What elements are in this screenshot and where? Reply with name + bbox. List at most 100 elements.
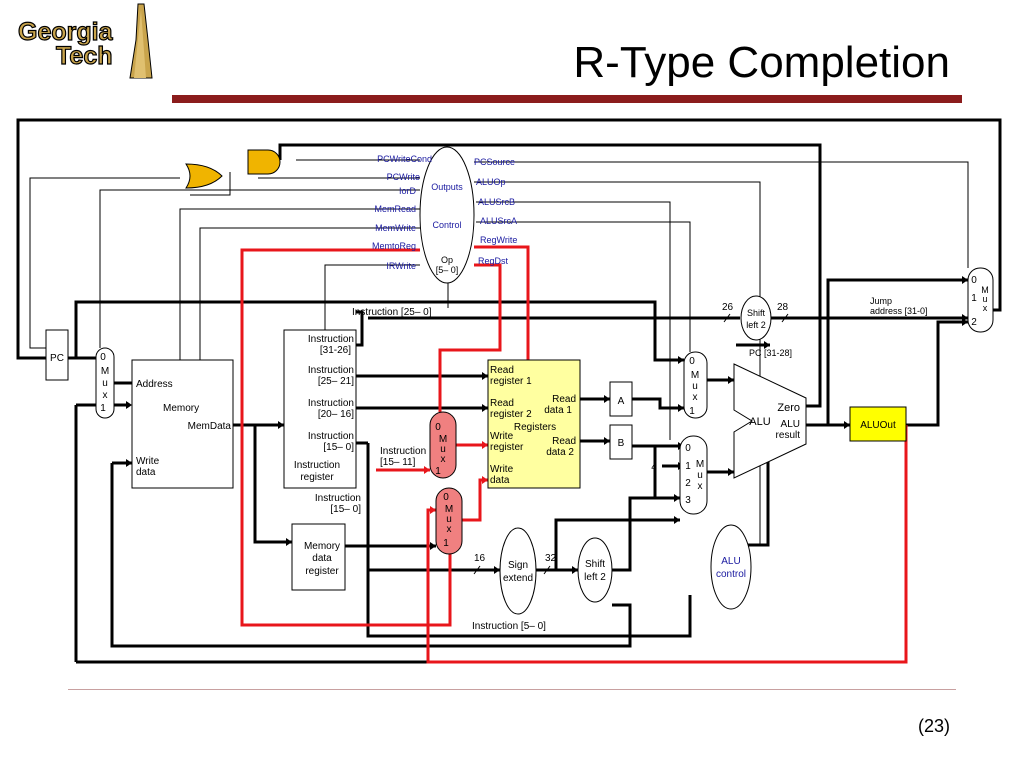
alusrcb-mux-u: u	[697, 470, 703, 481]
datapath-wires	[16, 118, 1002, 664]
instr-15-11-line1: Instruction	[380, 446, 426, 457]
sign-extend-line2: extend	[503, 573, 533, 584]
iord-mux-u: u	[102, 378, 108, 389]
signal-aluop: ALUOp	[476, 177, 506, 187]
shift-left-2-upper	[740, 295, 772, 341]
slide-title: R-Type Completion	[573, 38, 950, 87]
alu-label: ALU	[749, 416, 770, 428]
alu-unit	[733, 363, 807, 479]
rf-name: Registers	[514, 422, 556, 433]
regdst-mux-in1: 1	[435, 466, 441, 477]
mdr-line1: Memory	[304, 541, 340, 552]
alusrca-mux	[683, 351, 708, 419]
ir-name-line1: Instruction	[294, 460, 340, 471]
rf-wr-line2: register	[490, 442, 524, 453]
alusrca-mux-x: x	[693, 392, 698, 403]
rf-wd-line1: Write	[490, 464, 514, 475]
memtoreg-mux-m: M	[445, 504, 453, 515]
iord-mux-in1: 1	[100, 403, 106, 414]
svg-text:Georgia: Georgia	[18, 18, 114, 46]
or-gate-icon	[185, 163, 223, 189]
rf-rd1-line2: data 1	[544, 405, 572, 416]
sign-extend-unit	[499, 527, 537, 615]
signal-pcwrite: PCWrite	[387, 172, 420, 182]
rf-wr-line1: Write	[490, 431, 514, 442]
rf-rr1-line1: Read	[490, 365, 514, 376]
memtoreg-mux-in1: 1	[443, 538, 449, 549]
rf-wd-line2: data	[490, 475, 510, 486]
alu-result-line2: result	[776, 430, 801, 441]
memory-write-label: Write	[136, 456, 160, 467]
alusrca-mux-u: u	[692, 381, 698, 392]
register-file	[487, 359, 581, 489]
ir-field1-line2: [31-26]	[320, 345, 351, 356]
and-gate-icon	[247, 149, 281, 175]
shift-upper-line1: Shift	[747, 308, 766, 318]
ir-field4-line1: Instruction	[308, 431, 354, 442]
signal-memwrite: MemWrite	[375, 223, 416, 233]
control-label: Control	[432, 220, 461, 230]
georgia-tech-logo: Georgia Tech	[17, 3, 153, 79]
iord-mux-x: x	[103, 390, 108, 401]
aluout-label: ALUOut	[860, 420, 896, 431]
regdst-mux-x: x	[441, 454, 446, 465]
control-outputs-label: Outputs	[431, 182, 463, 192]
shift-upper-line2: left 2	[746, 320, 766, 330]
regdst-mux-u: u	[440, 444, 446, 455]
alusrcb-mux-in3: 3	[685, 495, 691, 506]
register-a	[609, 381, 633, 417]
alusrca-mux-in0: 0	[689, 356, 695, 367]
instr-15-0-line1: Instruction	[315, 493, 361, 504]
mdr-line2: data	[312, 553, 332, 564]
sign-extend-line1: Sign	[508, 560, 528, 571]
signal-regwrite: RegWrite	[480, 235, 517, 245]
control-op-label: Op	[441, 255, 453, 265]
memory-writedata-label: data	[136, 467, 156, 478]
const-4-label: 4	[651, 462, 657, 473]
rf-rr1-line2: register 1	[490, 376, 532, 387]
pcsource-mux-m: M	[981, 285, 989, 295]
signal-iord: IorD	[399, 186, 417, 196]
alusrcb-mux-m: M	[696, 459, 704, 470]
pc-label: PC	[50, 353, 64, 364]
signal-alusrca: ALUSrcA	[480, 216, 517, 226]
memory-unit	[131, 359, 234, 489]
title-underline-bar	[172, 95, 962, 103]
alusrcb-mux-in0: 0	[685, 443, 691, 454]
ir-field2-line1: Instruction	[308, 365, 354, 376]
bits-32-label: 32	[545, 553, 557, 564]
memtoreg-mux-in0: 0	[443, 492, 449, 503]
alusrcb-mux-x: x	[698, 481, 703, 492]
pcsource-mux-in1: 1	[971, 293, 977, 304]
memory-memdata-label: MemData	[188, 421, 232, 432]
ir-name-line2: register	[300, 472, 334, 483]
register-a-label: A	[618, 396, 625, 407]
alusrcb-mux-in2: 2	[685, 478, 691, 489]
pc-31-28-label: PC [31-28]	[749, 348, 792, 358]
aluout-register	[849, 406, 907, 442]
signal-memread: MemRead	[374, 204, 416, 214]
footer-divider	[68, 689, 956, 690]
signal-pcsource: PCSource	[474, 157, 515, 167]
ir-field1-line1: Instruction	[308, 334, 354, 345]
iord-mux-in0: 0	[100, 352, 106, 363]
ir-field3-line1: Instruction	[308, 398, 354, 409]
ir-field4-line2: [15– 0]	[323, 442, 354, 453]
mdr-line3: register	[305, 566, 339, 577]
instr-15-0-line2: [15– 0]	[330, 504, 361, 515]
alusrca-mux-in1: 1	[689, 406, 695, 417]
signal-memtoreg: MemtoReg	[372, 241, 416, 251]
regdst-mux-in0: 0	[435, 422, 441, 433]
rf-rr2-line2: register 2	[490, 409, 532, 420]
alusrcb-mux-in1: 1	[685, 461, 691, 472]
instr-5-0-label: Instruction [5– 0]	[472, 621, 546, 632]
alusrca-mux-m: M	[691, 370, 699, 381]
bits-16-label: 16	[474, 553, 486, 564]
ir-field2-line2: [25– 21]	[318, 376, 354, 387]
pc-register	[45, 329, 69, 381]
shift-lower-line1: Shift	[585, 559, 605, 570]
rf-rd2-line2: data 2	[546, 447, 574, 458]
register-b	[609, 424, 633, 460]
bits-28-label: 28	[777, 302, 789, 313]
